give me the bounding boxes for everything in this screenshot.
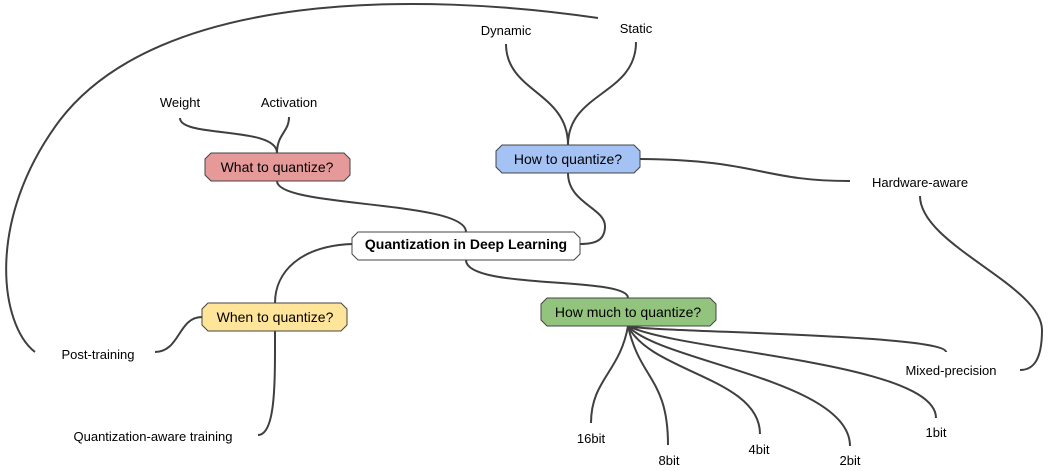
leaf-8bit[interactable]: 8bit [659,453,680,468]
branch-how-label: How to quantize? [514,151,622,167]
branch-how[interactable]: How to quantize? [495,144,641,174]
leaves: Weight Activation Dynamic Static Hardwar… [62,21,997,468]
branch-what-shape [204,152,351,182]
root-node[interactable]: Quantization in Deep Learning [351,231,581,261]
edge-posttraining [154,316,203,353]
edge-16bit [590,325,629,424]
edge-weight [179,117,278,154]
edge-qat [257,330,277,436]
edge-1bit [627,325,937,419]
edge-4bit [627,325,761,435]
leaf-4bit[interactable]: 4bit [749,442,770,457]
leaf-1bit[interactable]: 1bit [926,425,947,440]
edge-what-root [276,180,467,233]
edge-mixed [627,325,947,353]
edge-root-when [274,243,353,304]
branch-when-label: When to quantize? [217,309,334,325]
branch-how-shape [495,144,641,174]
leaf-mixed-precision[interactable]: Mixed-precision [905,363,996,378]
edge-dynamic [505,43,569,146]
edge-how-root [567,172,607,245]
edges [5,2,1044,447]
leaf-activation[interactable]: Activation [261,95,317,110]
leaf-weight[interactable]: Weight [160,95,201,110]
leaf-quantization-aware-training[interactable]: Quantization-aware training [74,429,233,444]
edge-root-much [465,259,629,299]
edge-hardware [639,158,851,182]
edge-8bit [627,325,669,446]
branch-when-shape [201,302,348,332]
edge-activation [276,116,290,154]
branch-much[interactable]: How much to quantize? [540,297,717,327]
branch-much-label: How much to quantize? [555,304,702,320]
branch-what-label: What to quantize? [221,159,334,175]
leaf-16bit[interactable]: 16bit [577,431,606,446]
edge-hardware-mixed [919,195,1044,371]
leaf-dynamic[interactable]: Dynamic [481,23,532,38]
leaf-post-training[interactable]: Post-training [62,347,135,362]
leaf-static[interactable]: Static [620,21,653,36]
edge-static [567,41,637,146]
edge-2bit [627,325,851,447]
edge-static-posttraining [5,2,599,353]
branch-when[interactable]: When to quantize? [201,302,348,332]
root-label: Quantization in Deep Learning [365,236,567,252]
branch-what[interactable]: What to quantize? [204,152,351,182]
branch-much-shape [540,297,717,327]
leaf-hardware-aware[interactable]: Hardware-aware [872,175,968,190]
leaf-2bit[interactable]: 2bit [840,453,861,468]
